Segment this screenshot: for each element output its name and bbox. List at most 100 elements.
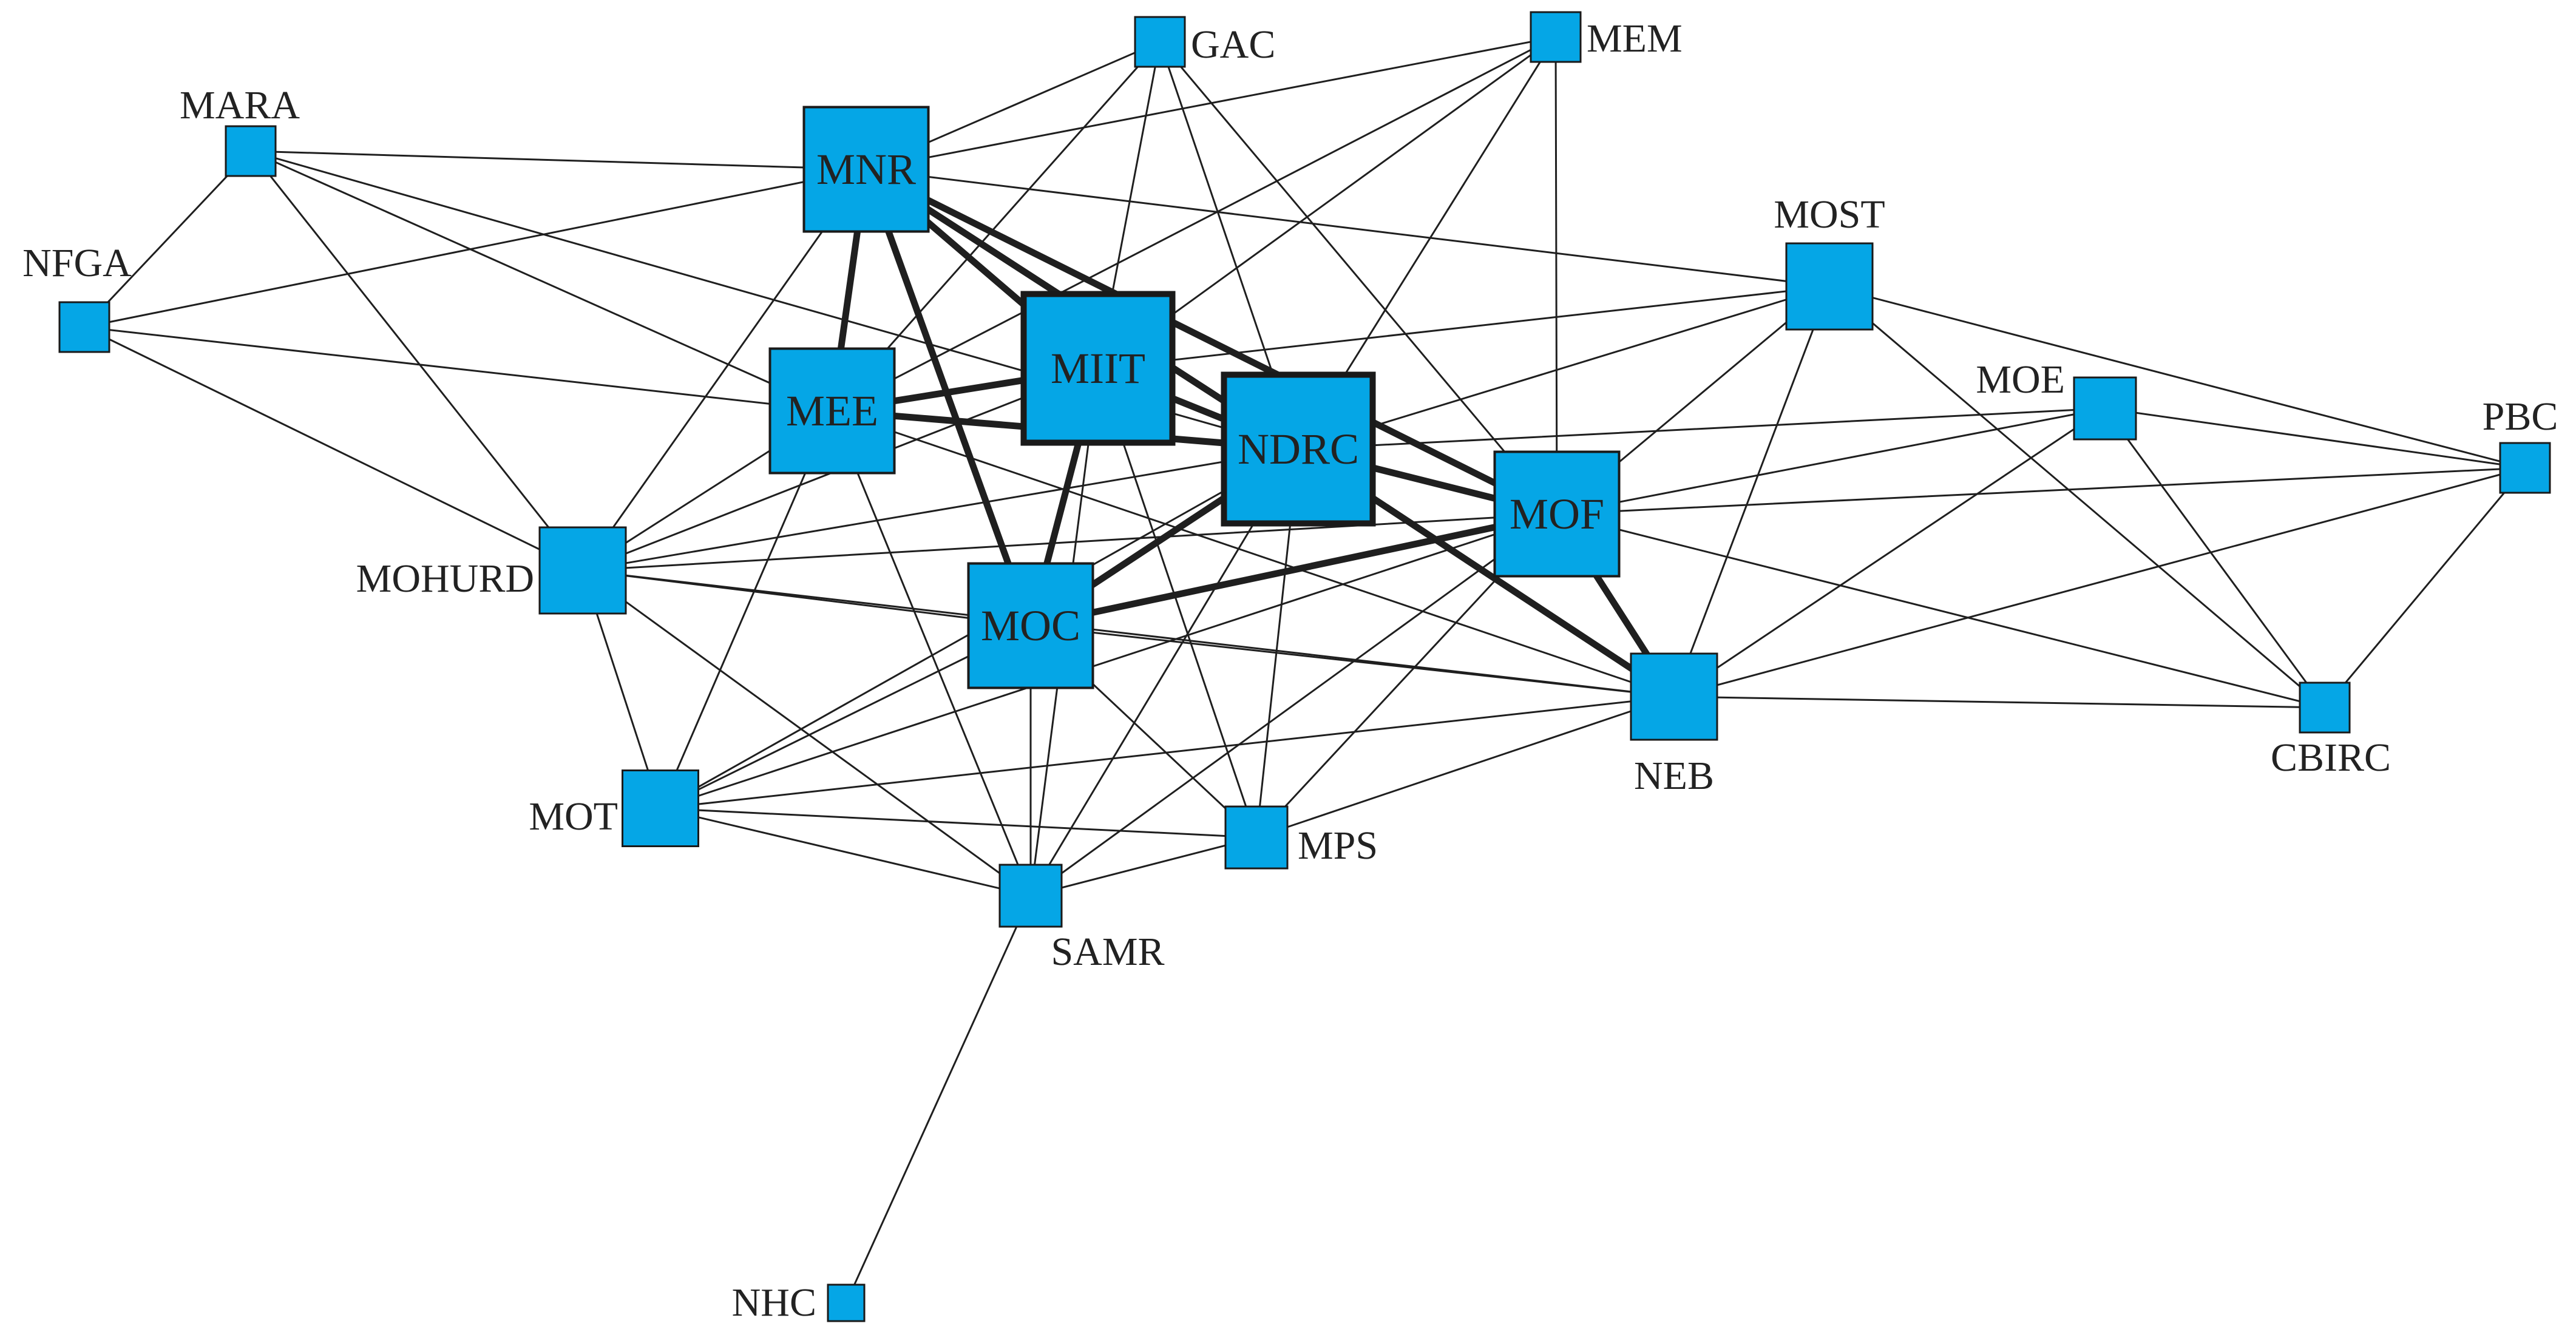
node-label-mohurd: MOHURD: [356, 556, 534, 601]
edge-gac-mof: [1159, 41, 1558, 515]
node-box-moe: [2073, 376, 2137, 441]
node-moc: MOC: [967, 562, 1094, 689]
network-edges: [83, 36, 2526, 1304]
node-box-mof: [1493, 450, 1621, 578]
node-box-ndrc: [1221, 371, 1376, 527]
node-label-mnr: MNR: [816, 145, 916, 194]
node-pbc: PBC: [2483, 394, 2558, 494]
node-box-moc: [967, 562, 1094, 689]
edge-moe-neb: [1673, 407, 2106, 698]
node-samr: SAMR: [998, 864, 1165, 974]
edge-mof-samr: [1029, 513, 1558, 897]
edge-mee-samr: [831, 410, 1032, 897]
node-mohurd: MOHURD: [356, 526, 627, 615]
node-label-most: MOST: [1774, 192, 1885, 237]
node-box-mem: [1530, 11, 1582, 63]
edge-mem-mnr: [865, 36, 1557, 171]
edge-mps-samr: [1029, 836, 1258, 897]
edge-mof-moc: [1027, 510, 1561, 629]
edge-mem-mee: [831, 36, 1557, 412]
node-ndrc: NDRC: [1221, 371, 1376, 527]
edge-mnr-most: [865, 168, 1831, 288]
node-label-neb: NEB: [1634, 754, 1714, 798]
node-moe: MOE: [1976, 357, 2137, 441]
edge-nfga-mee: [83, 326, 833, 412]
node-most: MOST: [1774, 192, 1885, 331]
edge-mee-mot: [659, 410, 833, 810]
edge-ndrc-mohurd: [581, 448, 1300, 572]
edge-mof-cbirc: [1556, 513, 2326, 709]
node-label-mee: MEE: [786, 387, 878, 435]
node-box-most: [1785, 242, 1874, 331]
node-cbirc: CBIRC: [2271, 681, 2391, 780]
edge-most-cbirc: [1828, 285, 2326, 709]
node-mem: MEM: [1530, 11, 1683, 63]
edge-miit-most: [1097, 285, 1831, 370]
edge-most-neb: [1673, 285, 1831, 698]
node-label-nhc: NHC: [732, 1280, 816, 1325]
node-label-miit: MIIT: [1051, 344, 1145, 393]
node-mee: MEE: [768, 347, 896, 475]
edge-nfga-mohurd: [83, 326, 584, 572]
node-label-pbc: PBC: [2483, 394, 2558, 439]
node-neb: NEB: [1630, 652, 1718, 798]
edge-mara-mohurd: [249, 150, 584, 572]
node-box-neb: [1630, 652, 1718, 741]
edge-mohurd-neb: [581, 569, 1675, 698]
edge-mee-neb: [831, 410, 1675, 698]
edge-mnr-mohurd: [581, 168, 867, 572]
edge-mohurd-samr: [581, 569, 1032, 897]
edge-mnr-moc: [863, 166, 1034, 629]
edge-mnr-mof: [863, 166, 1561, 518]
node-box-pbc: [2499, 442, 2551, 494]
node-box-mara: [225, 125, 277, 177]
edge-moe-mof: [1556, 407, 2106, 515]
edge-moe-ndrc: [1297, 407, 2106, 450]
node-label-mps: MPS: [1298, 823, 1378, 868]
node-label-mara: MARA: [180, 83, 300, 127]
node-label-samr: SAMR: [1051, 930, 1164, 974]
edge-moe-cbirc: [2104, 407, 2326, 709]
node-box-mee: [768, 347, 896, 475]
edge-mof-mohurd: [581, 513, 1558, 572]
edge-neb-mot: [659, 695, 1675, 810]
node-label-ndrc: NDRC: [1238, 425, 1359, 473]
edge-neb-cbirc: [1673, 695, 2326, 709]
edge-miit-mps: [1097, 367, 1258, 839]
edge-mot-mps: [659, 807, 1258, 839]
node-label-mem: MEM: [1587, 16, 1683, 61]
node-gac: GAC: [1134, 16, 1275, 68]
network-nodes: MNR MIIT NDRC MEE MOF MOC MOHURD MOST NEB MOT MPS S…: [22, 11, 2558, 1325]
edge-mem-mof: [1554, 36, 1558, 515]
node-miit: MIIT: [1020, 291, 1176, 446]
node-mof: MOF: [1493, 450, 1621, 578]
node-label-moe: MOE: [1976, 357, 2065, 402]
edge-pbc-cbirc: [2323, 467, 2526, 709]
node-mot: MOT: [529, 769, 699, 847]
node-box-mohurd: [538, 526, 627, 615]
node-label-gac: GAC: [1191, 22, 1275, 67]
node-box-nfga: [58, 301, 110, 353]
node-box-mot: [622, 769, 699, 847]
edge-pbc-neb: [1673, 467, 2526, 698]
edge-mof-mot: [659, 513, 1558, 810]
edge-samr-nhc: [845, 894, 1032, 1304]
edge-mot-samr: [659, 807, 1032, 897]
edge-neb-mps: [1255, 695, 1675, 839]
node-mara: MARA: [180, 83, 300, 177]
edge-most-pbc: [1828, 285, 2526, 469]
edge-pbc-mof: [1556, 467, 2526, 515]
node-label-moc: MOC: [981, 601, 1080, 650]
node-label-nfga: NFGA: [22, 241, 132, 285]
node-nhc: NHC: [732, 1280, 866, 1325]
node-label-mof: MOF: [1510, 490, 1604, 538]
edge-most-ndrc: [1297, 285, 1831, 450]
node-box-cbirc: [2299, 681, 2351, 734]
edge-moe-pbc: [2104, 407, 2526, 469]
node-box-nhc: [827, 1283, 866, 1322]
edge-moc-neb: [1029, 624, 1675, 698]
edge-mnr-mara: [249, 150, 867, 171]
edge-mara-nfga: [83, 150, 252, 328]
node-box-samr: [998, 864, 1063, 928]
